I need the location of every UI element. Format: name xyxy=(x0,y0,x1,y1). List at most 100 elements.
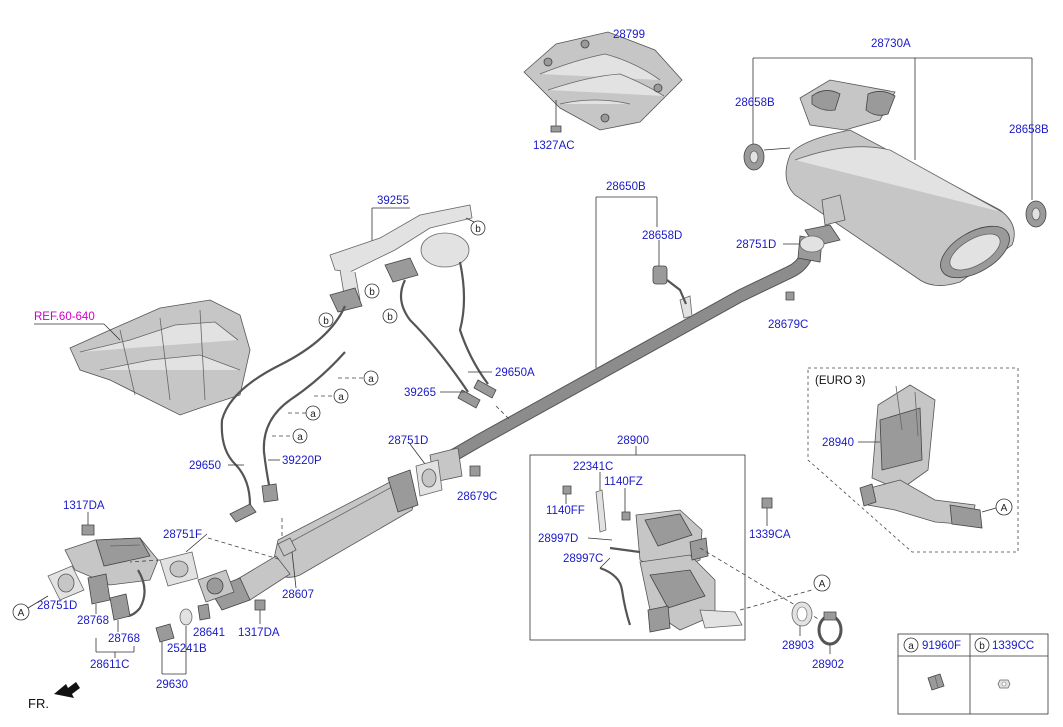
part-label-28730A: 28730A xyxy=(871,38,911,50)
callout-b-2[interactable]: b xyxy=(364,283,380,299)
bolt-1140FZ[interactable] xyxy=(621,511,631,521)
svg-text:a: a xyxy=(368,374,374,385)
part-label-1327AC: 1327AC xyxy=(533,140,575,152)
part-label-1317DA-mid: 1317DA xyxy=(238,627,280,639)
part-label-29650A: 29650A xyxy=(495,367,535,379)
part-label-1140FF: 1140FF xyxy=(546,505,585,517)
svg-text:A: A xyxy=(819,579,826,590)
callout-b-4[interactable]: b xyxy=(382,308,398,324)
fastener-legend-table: a 91960F b 1339CC xyxy=(897,633,1049,715)
gasket-28751D-mid[interactable] xyxy=(409,443,443,497)
front-pipe-catalyst-28611C[interactable] xyxy=(64,537,159,621)
gasket-28751D-left[interactable] xyxy=(47,565,85,601)
rubber-hanger-28658B-left[interactable] xyxy=(743,143,791,171)
heat-shield-28799[interactable] xyxy=(523,31,683,131)
rubber-hanger-28658B-right[interactable] xyxy=(1025,200,1047,228)
legend-a-letter: a xyxy=(908,641,914,652)
front-direction-indicator: FR. xyxy=(28,682,80,711)
part-label-28751D-left: 28751D xyxy=(37,600,77,612)
svg-text:A: A xyxy=(1001,503,1008,514)
bracket-22341C[interactable] xyxy=(595,489,607,533)
flange-joint[interactable] xyxy=(197,569,235,603)
legend-b-part: 1339CC xyxy=(992,640,1034,652)
part-label-28650B: 28650B xyxy=(606,181,646,193)
part-label-28902: 28902 xyxy=(812,659,844,671)
callout-b-3[interactable]: b xyxy=(318,312,334,328)
part-label-22341C: 22341C xyxy=(573,461,613,473)
underbody-floor-reference xyxy=(69,299,251,416)
part-label-28607: 28607 xyxy=(282,589,314,601)
nut-1317DA-mid[interactable] xyxy=(254,599,266,611)
callout-a-2[interactable]: a xyxy=(314,388,349,404)
sensor-wire-29650A[interactable] xyxy=(458,261,497,399)
gasket-28751F[interactable] xyxy=(159,533,208,587)
part-label-28751D-mid: 28751D xyxy=(388,435,428,447)
arrow-left-icon xyxy=(54,682,80,698)
sensor-wire-39265[interactable] xyxy=(399,279,481,409)
part-label-28768-a: 28768 xyxy=(77,615,109,627)
euro3-label: (EURO 3) xyxy=(815,375,866,387)
callout-a-1[interactable]: a xyxy=(338,370,379,386)
sensor-wire-29650[interactable] xyxy=(220,305,347,523)
part-label-28611C: 28611C xyxy=(90,659,129,671)
sensor-29630[interactable] xyxy=(155,623,175,643)
callout-A-right[interactable]: A xyxy=(995,498,1013,516)
gasket-28903[interactable] xyxy=(791,601,813,627)
nut-1339CC-icon xyxy=(997,679,1011,689)
svg-text:a: a xyxy=(338,392,344,403)
callout-A-left[interactable]: A xyxy=(12,595,49,621)
dpf-28607[interactable] xyxy=(209,469,419,611)
clip-91960F-icon xyxy=(927,673,945,691)
part-label-28641: 28641 xyxy=(193,627,225,639)
part-label-28658D: 28658D xyxy=(642,230,682,242)
clamp-28902[interactable] xyxy=(817,611,843,646)
part-label-28997C: 28997C xyxy=(563,553,603,565)
callout-a-4[interactable]: a xyxy=(272,428,308,444)
legend-a-part: 91960F xyxy=(922,640,961,652)
part-label-28679C-top: 28679C xyxy=(768,319,808,331)
part-label-28658B-right: 28658B xyxy=(1009,124,1049,136)
svg-text:b: b xyxy=(475,224,481,235)
sensor-wire-39220P[interactable] xyxy=(261,351,346,503)
svg-text:a: a xyxy=(310,409,316,420)
part-label-28900: 28900 xyxy=(617,435,649,447)
sensor-28641[interactable] xyxy=(197,603,211,621)
callout-b-1[interactable]: b xyxy=(465,217,486,236)
part-label-1339CA: 1339CA xyxy=(749,529,791,541)
part-label-29630: 29630 xyxy=(156,679,188,691)
hanger-28658D[interactable] xyxy=(652,240,688,305)
bolt-1140FF[interactable] xyxy=(562,485,572,495)
part-label-28940: 28940 xyxy=(822,437,854,449)
callout-A-mid[interactable]: A xyxy=(813,574,831,592)
sensor-bracket-39255[interactable] xyxy=(329,204,473,313)
catalytic-converter-28940[interactable] xyxy=(859,384,983,529)
svg-text:a: a xyxy=(297,432,303,443)
nut-1339CA[interactable] xyxy=(761,497,773,509)
assembly-box-28900 xyxy=(529,454,746,641)
nut-1327AC[interactable] xyxy=(550,100,562,133)
catalytic-assembly-28900[interactable] xyxy=(599,509,743,633)
part-label-28751F: 28751F xyxy=(163,529,202,541)
nut-28679C-mid[interactable] xyxy=(469,465,481,477)
gasket-28751D-top[interactable] xyxy=(783,235,825,253)
part-label-28997D: 28997D xyxy=(538,533,578,545)
rear-muffler-28730A[interactable] xyxy=(785,79,1018,288)
svg-text:b: b xyxy=(387,312,393,323)
reference-label: REF.60-640 xyxy=(34,311,95,323)
part-label-29650: 29650 xyxy=(189,460,221,472)
part-label-28903: 28903 xyxy=(782,640,814,652)
callout-a-3[interactable]: a xyxy=(288,405,321,421)
part-label-28799: 28799 xyxy=(613,29,645,41)
svg-text:b: b xyxy=(323,316,329,327)
nut-28679C-top[interactable] xyxy=(785,291,795,301)
nut-1317DA-left[interactable] xyxy=(81,524,95,536)
part-label-25241B: 25241B xyxy=(167,643,207,655)
part-label-39255: 39255 xyxy=(377,195,409,207)
svg-text:A: A xyxy=(18,608,25,619)
part-label-1317DA-left: 1317DA xyxy=(63,500,105,512)
legend-b-letter: b xyxy=(979,641,985,652)
front-label: FR. xyxy=(28,696,49,711)
gasket-25241B[interactable] xyxy=(179,608,193,626)
euro3-box xyxy=(807,367,1019,553)
